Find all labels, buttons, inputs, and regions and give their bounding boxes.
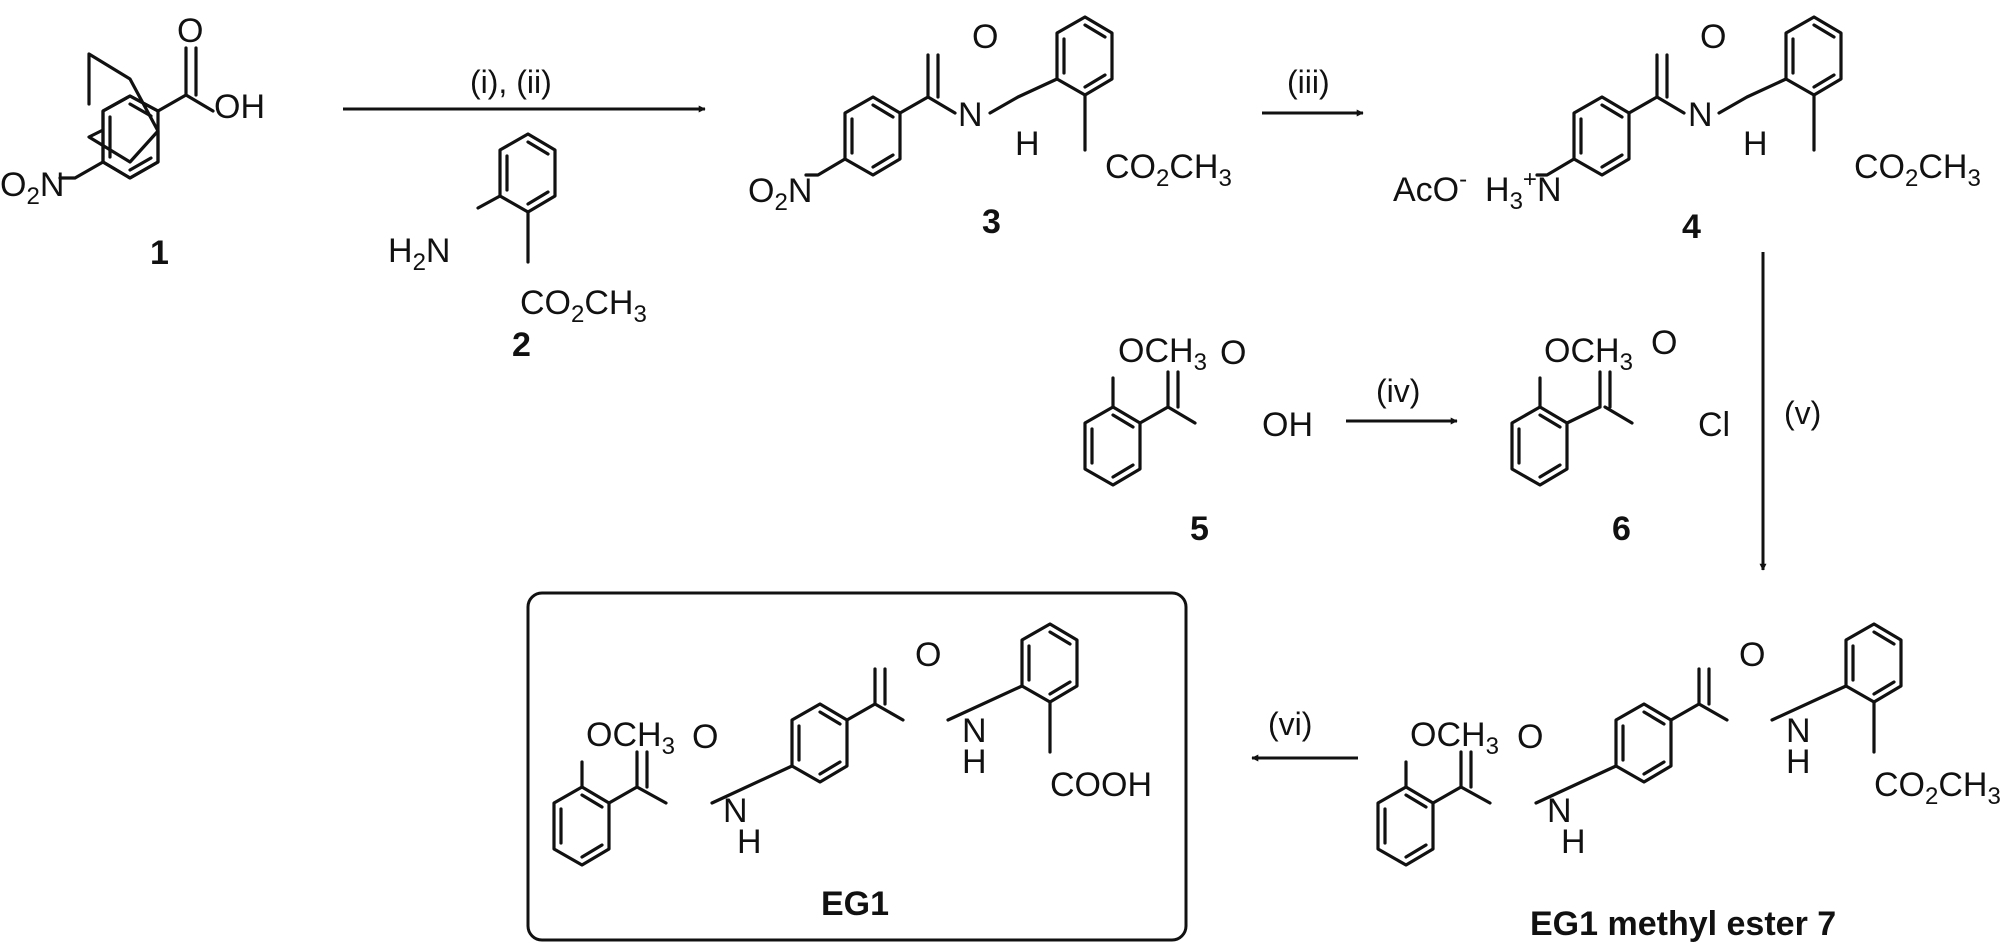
compound-5-hydroxyl: OH — [1262, 406, 1313, 444]
compound-6-benzene — [1510, 405, 1569, 487]
compound-4-amide-h: H — [1743, 125, 1768, 163]
eg1-linker-bonds — [580, 667, 1052, 805]
compound-4: O N H AcO- H3+N CO2CH3 4 — [1393, 15, 1981, 246]
compound-7-linker-bonds — [1404, 667, 1876, 805]
compound-4-amide-n: N — [1688, 96, 1713, 134]
compound-eg1: OCH3 O N H O N H COOH EG1 — [526, 591, 1188, 942]
eg1-amide-n: N — [723, 792, 748, 830]
compound-2-ester: CO2CH3 — [520, 284, 647, 328]
condition-step3: (iii) — [1287, 64, 1330, 100]
compound-3-ester: CO2CH3 — [1105, 148, 1232, 192]
condition-step4: (iv) — [1376, 373, 1420, 409]
compound-3-linker-bonds — [804, 53, 1087, 177]
compound-2-substituent-bonds — [476, 194, 530, 264]
compound-5-methoxy: OCH3 — [1118, 332, 1207, 376]
eg1-carbonyl-o: O — [692, 718, 718, 756]
compound-6: OCH3 O Cl 6 — [1510, 324, 1730, 548]
compound-1-benzene — [101, 94, 160, 180]
compound-4-left-ring — [1572, 95, 1631, 177]
compound-2: H2N CO2CH3 2 — [388, 132, 647, 364]
compound-5-benzene — [1083, 405, 1142, 487]
compound-1-substituent-bonds — [58, 46, 215, 180]
compound-4-ammonium: H3+N — [1485, 166, 1562, 215]
eg1-amide2-n: N — [962, 712, 987, 750]
compound-4-carbonyl-o: O — [1700, 18, 1726, 56]
compound-1-hydroxyl: OH — [214, 88, 265, 126]
compound-7-methoxyphenyl-ring — [1376, 785, 1435, 867]
compound-1: O OH O2N 1 — [0, 12, 265, 272]
compound-5: OCH3 O OH 5 — [1083, 332, 1313, 548]
compound-5-number: 5 — [1190, 510, 1209, 548]
compound-3-carbonyl-o: O — [972, 18, 998, 56]
compound-7: OCH3 O N H O N H CO2CH3 EG1 methyl ester… — [1376, 622, 2001, 943]
compound-7-amide2-n: N — [1786, 712, 1811, 750]
eg1-carboxylic-acid: COOH — [1050, 766, 1152, 804]
compound-7-amide2-h: H — [1786, 743, 1811, 781]
compound-3-right-ring — [1055, 15, 1114, 97]
compound-6-methoxy: OCH3 — [1544, 332, 1633, 376]
condition-step6: (vi) — [1268, 706, 1312, 742]
eg1-central-ring — [790, 702, 849, 784]
compound-7-ester: CO2CH3 — [1874, 766, 2001, 810]
compound-4-linker-bonds — [1535, 53, 1816, 177]
compound-6-substituent-bonds — [1538, 370, 1634, 425]
compound-7-ester-ring — [1844, 622, 1903, 704]
compound-5-substituent-bonds — [1111, 370, 1197, 425]
compound-7-label: EG1 methyl ester 7 — [1530, 905, 1836, 943]
compound-2-benzene — [498, 132, 557, 214]
eg1-amide-h: H — [737, 823, 762, 861]
compound-3-nitro-group: O2N — [748, 172, 812, 216]
compound-7-carbonyl-o: O — [1517, 718, 1543, 756]
compound-3-left-ring — [843, 95, 902, 177]
compound-7-central-ring — [1614, 702, 1673, 784]
condition-step1: (i), (ii) — [470, 64, 552, 100]
compound-6-number: 6 — [1612, 510, 1631, 548]
compound-4-ester: CO2CH3 — [1854, 148, 1981, 192]
compound-4-counterion: AcO- — [1393, 166, 1467, 209]
compound-2-number: 2 — [512, 326, 531, 364]
eg1-label: EG1 — [821, 885, 889, 923]
compound-6-chloride: Cl — [1698, 406, 1730, 444]
compound-3-number: 3 — [982, 203, 1001, 241]
condition-step5: (v) — [1784, 395, 1821, 431]
compound-3-amide-n: N — [958, 96, 983, 134]
compound-3-amide-h: H — [1015, 125, 1040, 163]
compound-3: O N H O2N CO2CH3 3 — [748, 15, 1232, 241]
compound-5-carbonyl-o: O — [1220, 334, 1246, 372]
eg1-carbonyl2-o: O — [915, 636, 941, 674]
compound-2-amine: H2N — [388, 232, 450, 276]
compound-1-carbonyl-o: O — [177, 12, 203, 50]
compound-7-amide-h: H — [1561, 823, 1586, 861]
compound-7-carbonyl2-o: O — [1739, 636, 1765, 674]
compound-1-nitro-group: O2N — [0, 166, 64, 210]
compound-7-methoxy: OCH3 — [1410, 716, 1499, 760]
eg1-methoxy: OCH3 — [586, 716, 675, 760]
compound-4-right-ring — [1784, 15, 1843, 97]
compound-7-amide-n: N — [1547, 792, 1572, 830]
compound-4-number: 4 — [1682, 208, 1701, 246]
compound-6-carbonyl-o: O — [1651, 324, 1677, 362]
product-box — [526, 591, 1188, 942]
compound-1-number: 1 — [150, 234, 169, 272]
eg1-amide2-h: H — [962, 743, 987, 781]
eg1-benzoic-ring — [1020, 622, 1079, 704]
eg1-methoxyphenyl-ring — [552, 785, 611, 867]
